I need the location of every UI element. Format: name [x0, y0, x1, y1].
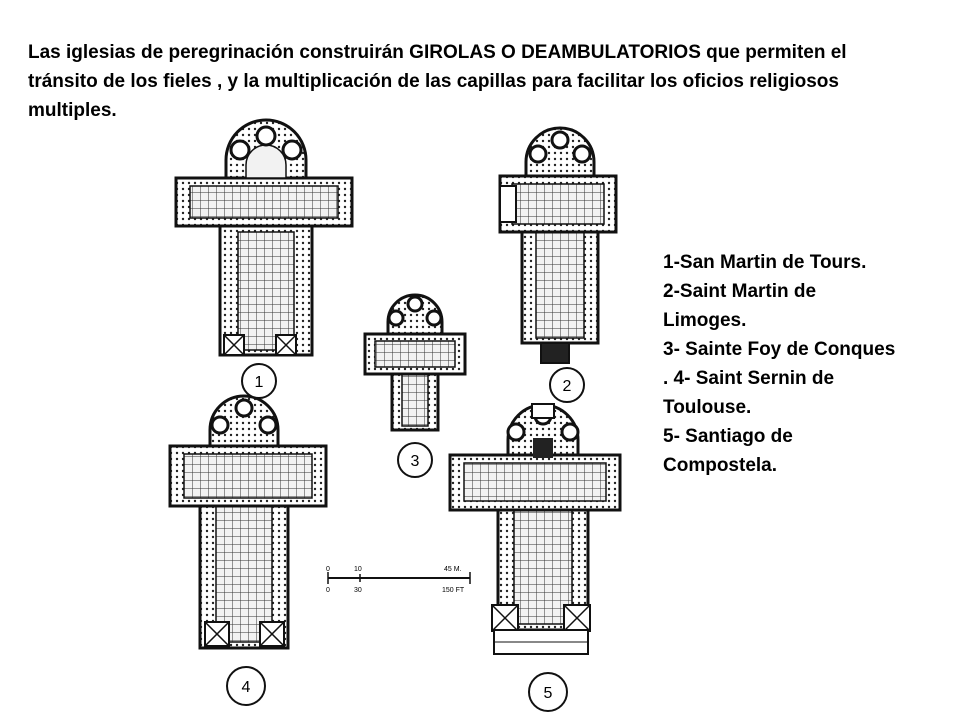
scale-bar: 0 10 45 M. 0 30 150 FT [326, 566, 471, 594]
plan-number-5: 5 [528, 672, 568, 712]
plan-4 [168, 394, 328, 650]
scale-top-0: 0 [326, 566, 330, 573]
plan-number-4: 4 [226, 666, 266, 706]
svg-text:3: 3 [411, 453, 420, 470]
plan-1 [174, 118, 354, 357]
plan-2 [498, 126, 618, 364]
plan-number-1: 1 [241, 363, 277, 399]
scale-bottom-150ft: 150 FT [442, 587, 465, 594]
legend-item-2: 2-Saint Martin de Limoges. [663, 281, 817, 331]
scale-top-45m: 45 M. [444, 566, 462, 573]
plan-3 [363, 293, 467, 432]
intro-text: Las iglesias de peregrinación construirá… [28, 42, 847, 121]
plan-number-2: 2 [549, 367, 585, 403]
svg-text:1: 1 [255, 374, 264, 391]
svg-text:2: 2 [563, 378, 572, 395]
scale-bottom-30: 30 [354, 587, 362, 594]
svg-text:4: 4 [242, 679, 251, 696]
scale-top-10: 10 [354, 566, 362, 573]
legend-item-3-4: 3- Sainte Foy de Conques . 4- Saint Sern… [663, 339, 896, 418]
legend-item-5: 5- Santiago de Compostela. [663, 426, 793, 476]
plan-5 [448, 403, 622, 655]
plan-number-3: 3 [397, 442, 433, 478]
legend-item-1: 1-San Martin de Tours. [663, 252, 867, 273]
plan-legend: 1-San Martin de Tours. 2-Saint Martin de… [663, 248, 928, 480]
scale-bottom-0: 0 [326, 587, 330, 594]
svg-text:5: 5 [544, 685, 553, 702]
